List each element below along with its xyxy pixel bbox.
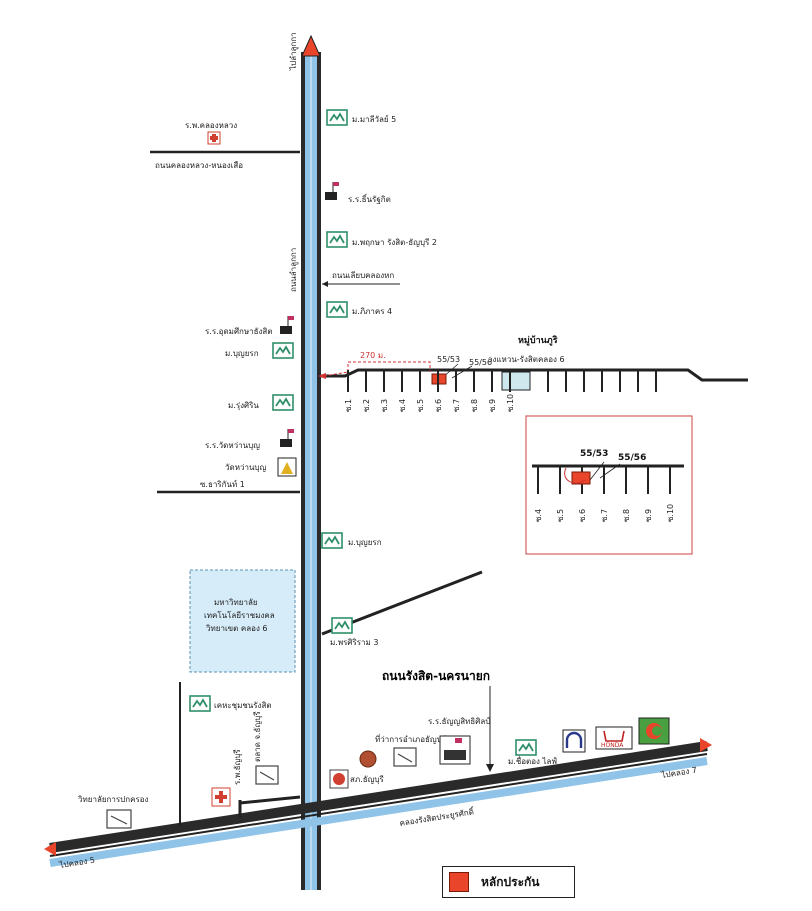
police-college-label: วิทยาลัยการปกครอง xyxy=(77,795,148,804)
university-line-3: วิทยาเขต คลอง 6 xyxy=(205,624,267,633)
school-tinrat-icon xyxy=(324,181,340,201)
inset-plot-b-label: 55/56 xyxy=(618,453,646,463)
main-road-label: ถนนลำลูกกา xyxy=(289,248,299,292)
legend: หลักประกัน xyxy=(442,866,575,898)
soi-label: ซ.5 xyxy=(556,509,565,522)
inset-frame xyxy=(525,415,693,555)
village-road xyxy=(318,361,748,382)
market-label: ตลาด จ.ธัญบุรี xyxy=(253,711,262,762)
village-malisa-icon xyxy=(326,109,348,126)
district-office-icon xyxy=(393,747,417,767)
village-pornsiri-icon xyxy=(331,617,353,634)
soi-label: ซ.5 xyxy=(416,399,425,412)
village-title: หมู่บ้านภูริ xyxy=(518,335,558,346)
honda-label: HONDA xyxy=(601,742,624,749)
school-saint-label: ร.ร.ธัญญสิทธิศิลป์ xyxy=(428,716,490,726)
main-vertical-road xyxy=(301,34,321,890)
village-pornsiri-label: ม.พรศิริราม 3 xyxy=(330,638,378,647)
east-arrow-icon xyxy=(700,738,712,752)
village-rungsirin-icon xyxy=(272,394,294,411)
plot-b-label: 55/56 xyxy=(469,358,492,367)
soi-label: ซ.1 xyxy=(344,399,353,412)
village-pitakes-icon xyxy=(326,301,348,318)
distance-label: 270 ม. xyxy=(360,351,386,360)
soi-ticks xyxy=(347,370,657,392)
soi-label: ซ.9 xyxy=(644,509,653,522)
soi-label: ซ.10 xyxy=(666,504,675,522)
klong-luang-road-label: ถนนคลองหลวง-หนองเสือ xyxy=(155,161,243,170)
soi-label: ซ.4 xyxy=(398,399,407,412)
soi-label: ซ.6 xyxy=(434,399,443,412)
short-road-label: ถนนเลียบคลองหก xyxy=(332,271,394,280)
village-ruamjai-label: ม.ชื่อตอง ไลฟ์ xyxy=(508,755,557,766)
village-pruksa-icon xyxy=(326,231,348,248)
soi-label: ซ.10 xyxy=(506,394,515,412)
village-bunyarak-2-icon xyxy=(321,532,343,549)
district-seal-icon xyxy=(359,750,377,768)
to-north-label: ไปลำลูกกา xyxy=(289,32,299,71)
village-bunyarak-label: ม.บุญยรก xyxy=(225,349,259,358)
soi-label: ซ.6 xyxy=(578,509,587,522)
village-subtitle: วงแหวน-รังสิตคลอง 6 xyxy=(488,355,565,364)
market-icon xyxy=(255,765,279,785)
soi-label: ซ.7 xyxy=(452,399,461,412)
police-college-icon xyxy=(106,809,132,829)
rangsit-road-label: ถนนรังสิต-นครนายก xyxy=(382,669,490,683)
soi-label: ซ.4 xyxy=(534,509,543,522)
hospital-klongluang-label: ร.พ.คลองหลวง xyxy=(185,121,237,130)
inset-plot-marker-icon xyxy=(571,471,591,485)
north-arrow-icon xyxy=(301,34,321,57)
legend-swatch-icon xyxy=(449,872,469,892)
school-wat-icon xyxy=(279,428,295,448)
school-udom-icon xyxy=(279,315,295,335)
soi-left-label: ซ.ธาริกันท์ 1 xyxy=(200,479,245,489)
inset-soi-labels: ซ.4 ซ.5 ซ.6 ซ.7 ซ.8 ซ.9 ซ.10 xyxy=(534,504,675,522)
village-pitakes-label: ม.ภิภาคร 4 xyxy=(352,307,392,316)
village-bunyarak-2-label: ม.บุญยรก xyxy=(348,538,382,547)
soi-label: ซ.8 xyxy=(470,399,479,412)
rangsit-nakhon-nayok-road xyxy=(44,738,712,867)
soi-label: ซ.8 xyxy=(622,509,631,522)
village-block xyxy=(501,371,531,391)
village-rungsirin-label: ม.รุ่งศิริน xyxy=(228,401,259,410)
school-wat-label: ร.ร.วัดหว่านบุญ xyxy=(205,441,260,450)
district-office-label: ที่ว่าการอำเภอธัญบุรี xyxy=(375,733,447,744)
rangsit-complex-icon xyxy=(189,695,211,712)
village-bunyarak-icon xyxy=(272,342,294,359)
village-malisa-label: ม.มาลีวัลย์ 5 xyxy=(352,114,396,124)
rangsit-complex-label: เคหะชุมชนรังสิต xyxy=(214,701,272,710)
inset-soi-ticks xyxy=(537,466,671,494)
inset-plot-a-label: 55/53 xyxy=(580,449,608,459)
plot-a-label: 55/53 xyxy=(437,355,460,364)
temple-label: วัดหว่านบุญ xyxy=(225,463,266,472)
university-line-1: มหาวิทยาลัย xyxy=(214,598,258,607)
soi-label: ซ.9 xyxy=(488,399,497,412)
hospital-thanyaburi-label: ร.พ.ธัญบุรี xyxy=(233,749,242,785)
legend-label: หลักประกัน xyxy=(481,874,540,889)
village-ruamjai-icon xyxy=(515,739,537,756)
soi-label: ซ.2 xyxy=(362,399,371,412)
school-udom-label: ร.ร.อุดมศึกษาธังสิต xyxy=(205,327,273,336)
bank-label: สภ.ธัญบุรี xyxy=(350,775,384,784)
school-tinrat-label: ร.ร.ธิ์นรัฐกิต xyxy=(348,193,391,204)
university-line-2: เทคโนโลยีราชมงคล xyxy=(204,610,275,620)
west-arrow-icon xyxy=(44,842,56,856)
university-area xyxy=(189,569,296,673)
soi-labels: ซ.1 ซ.2 ซ.3 ซ.4 ซ.5 ซ.6 ซ.7 ซ.8 ซ.9 ซ.10 xyxy=(344,394,515,412)
village-pruksa-label: ม.พฤกษา รังสิต-ธัญบุรี 2 xyxy=(352,238,437,247)
soi-label: ซ.3 xyxy=(380,399,389,412)
soi-label: ซ.7 xyxy=(600,509,609,522)
